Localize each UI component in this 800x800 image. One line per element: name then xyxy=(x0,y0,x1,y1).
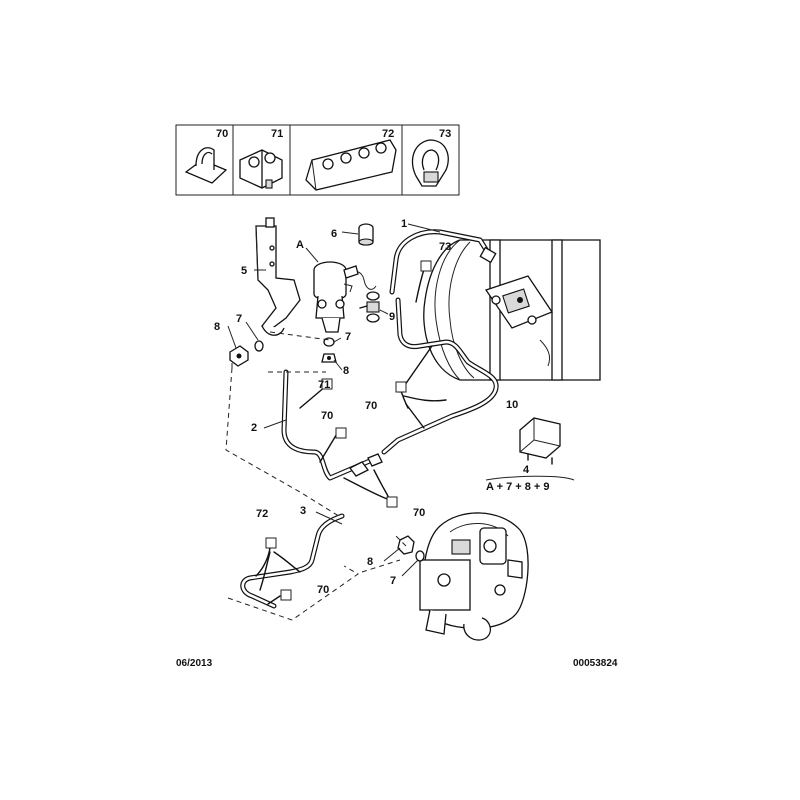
footer-date: 06/2013 xyxy=(176,658,213,669)
legend-number-73: 73 xyxy=(439,128,451,140)
callout-3: 3 xyxy=(300,505,306,517)
clip-markers xyxy=(265,260,432,601)
callout-70-right: 70 xyxy=(413,507,425,519)
clip-marker-70-upper xyxy=(395,381,407,393)
callout-72: 72 xyxy=(256,508,268,520)
tank-valve-assembly xyxy=(484,275,553,367)
callout-8-bottom: 8 xyxy=(367,556,373,568)
callout-71: 71 xyxy=(318,379,330,391)
fitting-8-bottom xyxy=(397,535,415,555)
seal-7-bottom xyxy=(415,550,425,562)
legend-number-71: 71 xyxy=(271,128,283,140)
callout-73: 73 xyxy=(439,241,451,253)
callout-5: 5 xyxy=(241,265,247,277)
callout-numbers: 1 6 A 73 5 9 8 7 7 8 71 70 70 2 10 4 70 … xyxy=(214,218,530,596)
dashed-guides xyxy=(225,331,407,621)
callout-4: 4 xyxy=(523,464,530,476)
kit-formula: A + 7 + 8 + 9 xyxy=(485,475,575,493)
fitting-8-left xyxy=(229,345,249,367)
callout-9: 9 xyxy=(389,311,395,323)
legend-cell-72[interactable]: 72 xyxy=(305,128,397,191)
clip-marker-70-right xyxy=(386,496,398,508)
callout-10: 10 xyxy=(506,399,518,411)
callout-8-mid: 8 xyxy=(343,365,349,377)
gas-tank xyxy=(423,239,601,381)
fitting-8-mid xyxy=(321,353,337,363)
callout-7-left: 7 xyxy=(236,313,242,325)
legend-number-70: 70 xyxy=(216,128,228,140)
clip-marker-71 xyxy=(321,378,333,390)
gas-pipe-3 xyxy=(240,513,345,609)
kit-formula-text: A + 7 + 8 + 9 xyxy=(486,481,550,493)
pipe-clip-double-icon xyxy=(239,149,283,189)
callout-1: 1 xyxy=(401,218,407,230)
gas-pipe-2 xyxy=(281,369,383,481)
legend-cell-73[interactable]: 73 xyxy=(411,128,451,187)
solenoid-valve-a xyxy=(313,261,377,333)
clip-legend: 70 71 72 xyxy=(175,124,460,196)
callout-7-bottom: 7 xyxy=(390,575,396,587)
callout-70-mid: 70 xyxy=(321,410,333,422)
seal-7-left xyxy=(254,340,264,352)
callout-8-left: 8 xyxy=(214,321,220,333)
pipe-clip-strap-icon xyxy=(411,139,449,187)
callout-70-upper: 70 xyxy=(365,400,377,412)
clip-marker-70-bottom xyxy=(280,589,292,601)
pipe-clip-multi-icon xyxy=(305,139,397,191)
legend-number-72: 72 xyxy=(382,128,394,140)
callout-a: A xyxy=(296,239,304,251)
clip-marker-73 xyxy=(420,260,432,272)
footer-reference: 00053824 xyxy=(573,658,618,669)
callout-70-bottom: 70 xyxy=(317,584,329,596)
filter-6 xyxy=(358,223,374,246)
pipe-clip-single-icon xyxy=(184,147,228,184)
callout-leaders xyxy=(227,223,441,577)
seal-kit-9 xyxy=(359,291,380,323)
legend-cell-71[interactable]: 71 xyxy=(239,128,283,189)
pressure-regulator xyxy=(419,512,529,641)
clip-marker-70-mid xyxy=(335,427,347,439)
legend-cell-70[interactable]: 70 xyxy=(184,128,228,184)
footer: 06/2013 00053824 xyxy=(176,658,618,669)
callout-7-mid: 7 xyxy=(345,331,351,343)
clip-marker-72 xyxy=(265,537,277,549)
callout-6: 6 xyxy=(331,228,337,240)
callout-2: 2 xyxy=(251,422,257,434)
mounting-bracket-5 xyxy=(255,217,301,336)
relay-10 xyxy=(519,417,561,465)
